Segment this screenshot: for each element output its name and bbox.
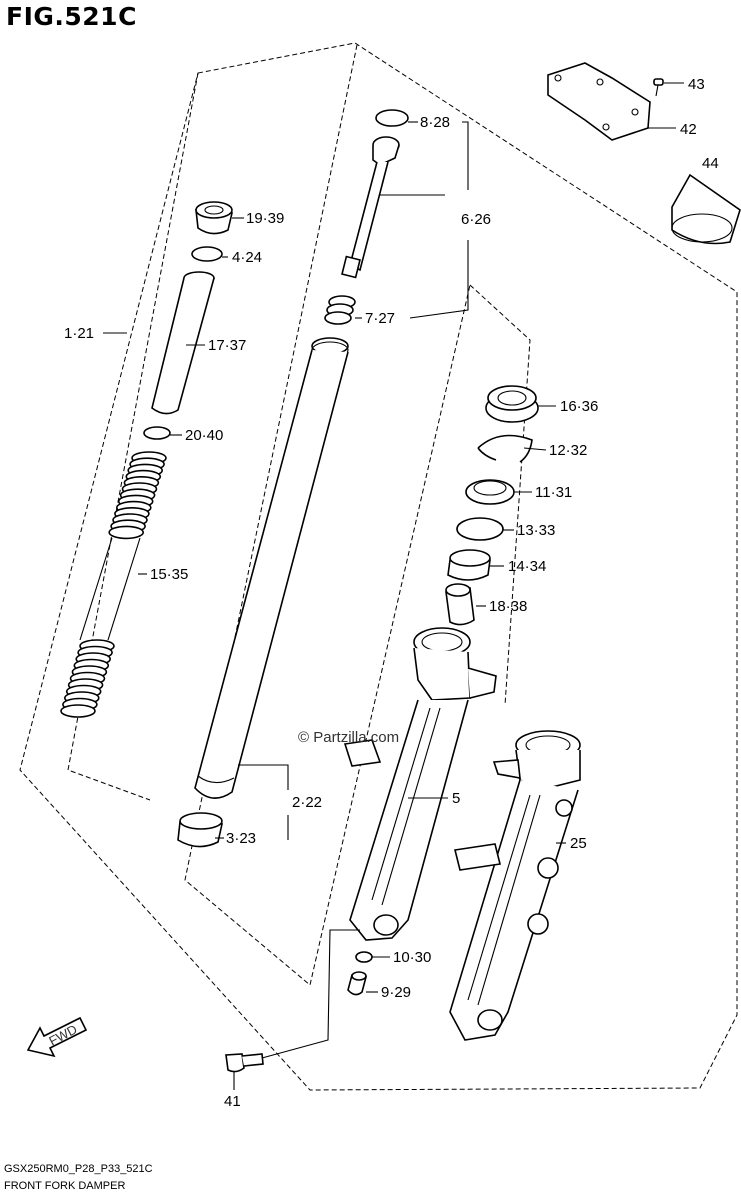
- part-3-bushing[interactable]: [177, 812, 223, 848]
- callout-9-29[interactable]: 9·29: [381, 984, 411, 1001]
- part-44-cover[interactable]: [671, 173, 741, 245]
- part-17-spacer[interactable]: [151, 271, 215, 415]
- part-8-oring[interactable]: [375, 109, 409, 127]
- assembly-boundary-outer: [19, 42, 738, 1091]
- fwd-arrow-icon: FWD: [26, 1016, 88, 1058]
- callout-5[interactable]: 5: [452, 790, 460, 807]
- callout-15-35[interactable]: 15·35: [150, 566, 188, 583]
- part-43-screw[interactable]: [653, 78, 664, 97]
- part-15-fork-spring[interactable]: [60, 451, 167, 718]
- assembly-boundary-damper: [67, 72, 199, 801]
- part-9-bolt[interactable]: [347, 971, 368, 996]
- callout-20-40[interactable]: 20·40: [185, 427, 223, 444]
- callout-1-21[interactable]: 1·21: [64, 325, 94, 342]
- figure-caption: FRONT FORK DAMPER: [4, 1180, 126, 1192]
- part-13-washer[interactable]: [456, 517, 504, 541]
- callout-7-27[interactable]: 7·27: [365, 310, 395, 327]
- callout-41[interactable]: 41: [224, 1093, 241, 1110]
- leader-lines: [103, 82, 684, 1090]
- assembly-boundary-outer-tube: [469, 284, 531, 706]
- callout-14-34[interactable]: 14·34: [508, 558, 546, 575]
- callout-17-37[interactable]: 17·37: [208, 337, 246, 354]
- watermark: © Partzilla.com: [298, 729, 399, 746]
- part-7-spring[interactable]: [324, 295, 356, 325]
- callout-8-28[interactable]: 8·28: [420, 114, 450, 131]
- callout-19-39[interactable]: 19·39: [246, 210, 284, 227]
- part-14-bushing[interactable]: [447, 549, 491, 581]
- callout-4-24[interactable]: 4·24: [232, 249, 262, 266]
- callout-13-33[interactable]: 13·33: [517, 522, 555, 539]
- part-41-bolt[interactable]: [225, 1053, 264, 1073]
- callout-43[interactable]: 43: [688, 76, 705, 93]
- part-10-gasket[interactable]: [355, 951, 373, 963]
- figure-title: FIG.521C: [6, 2, 137, 31]
- part-18-spacer[interactable]: [445, 583, 475, 626]
- callout-6-26[interactable]: 6·26: [461, 211, 491, 228]
- callout-44[interactable]: 44: [702, 155, 719, 172]
- callout-10-30[interactable]: 10·30: [393, 949, 431, 966]
- callout-42[interactable]: 42: [680, 121, 697, 138]
- fwd-label: FWD: [46, 1022, 79, 1049]
- callout-11-31[interactable]: 11·31: [535, 484, 572, 501]
- part-6-damper-rod[interactable]: [341, 136, 400, 279]
- part-25-outer-tube[interactable]: [449, 730, 581, 1041]
- callout-2-22[interactable]: 2·22: [292, 794, 322, 811]
- callout-25[interactable]: 25: [570, 835, 587, 852]
- callout-16-36[interactable]: 16·36: [560, 398, 598, 415]
- callout-18-38[interactable]: 18·38: [489, 598, 527, 615]
- assembly-boundary-inner-tube: [184, 44, 471, 986]
- part-2-inner-tube[interactable]: [194, 337, 349, 799]
- part-4-oring[interactable]: [191, 246, 223, 262]
- part-19-cap-bolt[interactable]: [195, 201, 233, 235]
- figure-code: GSX250RM0_P28_P33_521C: [4, 1163, 153, 1175]
- callout-3-23[interactable]: 3·23: [226, 830, 256, 847]
- part-11-oil-seal[interactable]: [465, 479, 515, 505]
- part-42-bracket[interactable]: [547, 62, 651, 141]
- callout-12-32[interactable]: 12·32: [549, 442, 587, 459]
- part-5-outer-tube[interactable]: [343, 627, 497, 941]
- part-20-washer[interactable]: [143, 426, 171, 440]
- part-12-stopper-ring[interactable]: [477, 434, 533, 463]
- part-16-dust-seal[interactable]: [485, 385, 539, 423]
